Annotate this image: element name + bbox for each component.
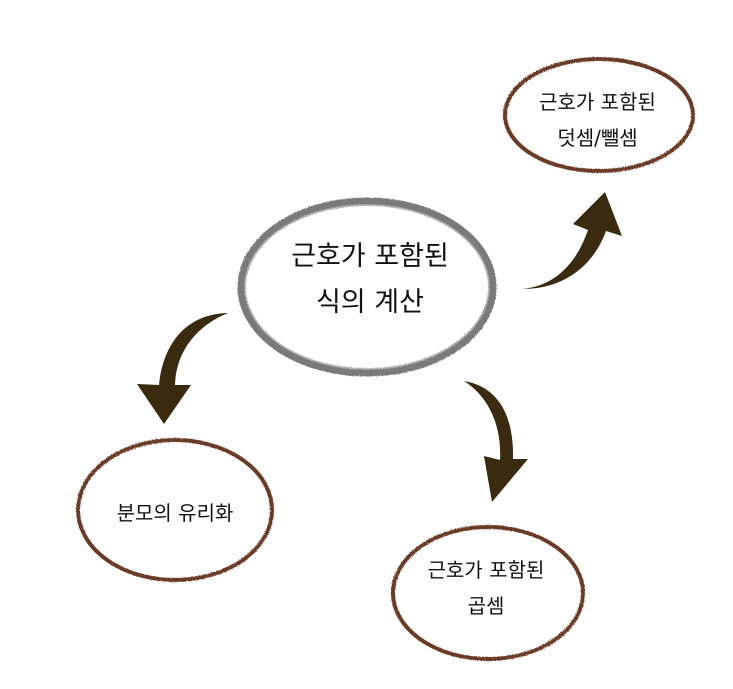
left-node-label: 분모의 유리화 [75,470,275,555]
arrow-to-rationalization [137,313,228,424]
bottom-right-node-border [391,525,585,661]
bottom-right-node-label: 근호가 포함된 곱셈 [390,538,582,638]
top-right-node-line1: 근호가 포함된 [539,90,656,114]
center-node-line2: 식의 계산 [316,287,424,318]
arrow-to-addition-subtraction [522,192,622,289]
center-node-label: 근호가 포함된 식의 계산 [240,220,500,340]
top-right-node-label: 근호가 포함된 덧셈/뺄셈 [505,65,690,175]
center-node-line1: 근호가 포함된 [291,241,449,272]
bottom-right-node-line1: 근호가 포함된 [427,558,545,582]
bottom-right-node-line2: 곱셈 [467,594,505,618]
top-right-node-line2: 덧셈/뺄셈 [557,126,638,150]
left-node-border [76,438,274,582]
left-node-line1: 분모의 유리화 [116,500,234,525]
center-node-border [237,197,497,377]
arrow-to-multiplication [464,381,528,502]
top-right-node-border [503,57,695,173]
